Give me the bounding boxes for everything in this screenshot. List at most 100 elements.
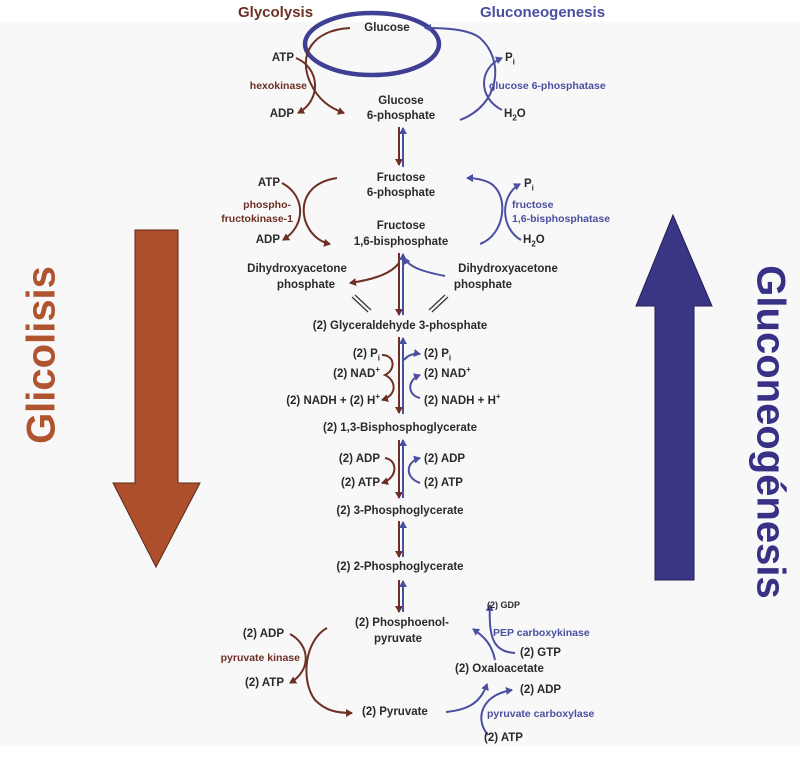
pfk-cofactor-arrow bbox=[281, 182, 302, 241]
gapdh-gluconeogenesis-pi-arrow bbox=[403, 349, 421, 361]
g6pase-label: glucose 6-phosphatase bbox=[489, 80, 606, 92]
pfk-main-arrow bbox=[302, 177, 338, 247]
pc-atp-label: (2) ATP bbox=[484, 732, 523, 744]
hexokinase-atp-label: ATP bbox=[271, 52, 294, 64]
nad-text: (2) NAD bbox=[424, 368, 467, 380]
hexokinase-label: hexokinase bbox=[249, 80, 307, 92]
gluconeogenesis-side-label: Gluconeogénesis bbox=[748, 265, 793, 599]
glycolysis-big-arrow bbox=[112, 229, 201, 569]
gluconeogenesis-big-arrow bbox=[635, 213, 713, 581]
f16bp-label-line2: 1,6-bisphosphate bbox=[353, 236, 449, 248]
pyruvate-carboxylase-main-arrow bbox=[445, 683, 489, 713]
f6p-label-line2: 6-phosphate bbox=[366, 187, 436, 199]
h2o-subscript: 2 bbox=[512, 113, 517, 123]
pgk-gluconeogenesis-cofactor-arrow bbox=[407, 455, 421, 484]
fbpase-pi-label: Pi bbox=[524, 178, 534, 193]
pk-adp-label: (2) ADP bbox=[242, 628, 284, 640]
dhap-glycolysis-arrow bbox=[349, 262, 400, 287]
nad-superscript: + bbox=[375, 365, 380, 375]
pg3-label: (2) 3-Phosphoglycerate bbox=[336, 505, 464, 517]
fbpase-h2o-label: H2O bbox=[523, 234, 545, 249]
hexokinase-adp-label: ADP bbox=[269, 108, 294, 120]
glicolisis-side-label: Glicolisis bbox=[19, 266, 64, 444]
fbpase-cofactor-arrow bbox=[504, 183, 522, 241]
pepck-gtp-label: (2) GTP bbox=[520, 647, 561, 659]
nadh-superscript: + bbox=[375, 392, 380, 402]
oxaloacetate-label: (2) Oxaloacetate bbox=[455, 663, 544, 675]
g6pase-h2o-label: H2O bbox=[504, 108, 526, 123]
bpg13-label: (2) 1,3-Bisphosphoglycerate bbox=[322, 422, 478, 434]
gapdh-left-nadh-label: (2) NADH + (2) H+ bbox=[286, 392, 380, 408]
pgk-left-adp-label: (2) ADP bbox=[338, 453, 380, 465]
glycolysis-title: Glycolysis bbox=[238, 4, 314, 21]
gapdh-left-nad-label: (2) NAD+ bbox=[333, 365, 380, 381]
glucose-label: Glucose bbox=[364, 22, 410, 34]
f16bp-label-line1: Fructose bbox=[376, 220, 426, 232]
gapdh-right-pi-label: (2) Pi bbox=[424, 348, 452, 363]
pfk-label-line1: phospho- bbox=[243, 199, 291, 211]
dhap-right-label-line1: Dihydroxyacetone bbox=[458, 263, 558, 275]
gapdh-right-nad-label: (2) NAD+ bbox=[424, 365, 471, 381]
fbpase-main-arrow bbox=[466, 174, 504, 245]
pi-subscript: i bbox=[448, 353, 452, 363]
nad-superscript: + bbox=[466, 365, 471, 375]
fbpase-label-line2: 1,6-bisphosphatase bbox=[512, 213, 611, 225]
hexokinase-main-arrow bbox=[304, 27, 351, 115]
pfk-label-line2: fructokinase-1 bbox=[221, 213, 293, 225]
nad-text: (2) NAD bbox=[333, 368, 376, 380]
glucose-highlight-ellipse bbox=[302, 10, 442, 78]
nadh-superscript: + bbox=[495, 392, 501, 402]
pi-subscript: i bbox=[512, 57, 515, 67]
pep-label-line2: pyruvate bbox=[374, 633, 422, 645]
fbpase-label-line1: fructose bbox=[512, 199, 554, 211]
pyruvate-kinase-cofactor-arrow bbox=[289, 633, 307, 684]
o-text: O bbox=[516, 108, 526, 120]
h2o-subscript: 2 bbox=[531, 239, 536, 249]
pgk-right-atp-label: (2) ATP bbox=[424, 477, 463, 489]
pfk-adp-label: ADP bbox=[255, 234, 280, 246]
triose-isomerase-lines bbox=[351, 294, 449, 313]
pi-subscript: i bbox=[531, 183, 534, 193]
h-text: H bbox=[523, 234, 532, 246]
gluconeogenesis-title: Gluconeogenesis bbox=[480, 4, 606, 21]
pyruvate-label: (2) Pyruvate bbox=[362, 706, 428, 718]
pk-atp-label: (2) ATP bbox=[245, 677, 284, 689]
central-arrows bbox=[395, 127, 407, 613]
o-text: O bbox=[535, 234, 545, 246]
pgk-right-adp-label: (2) ADP bbox=[424, 453, 466, 465]
pi-text: (2) P bbox=[424, 348, 449, 360]
pepck-gdp-label: (2) GDP bbox=[487, 600, 521, 610]
pepck-main-arrow bbox=[472, 628, 496, 661]
h-text: H bbox=[504, 108, 513, 120]
g6pase-cofactor-arrow bbox=[483, 56, 503, 111]
pi-text: (2) P bbox=[352, 348, 378, 360]
pfk-atp-label: ATP bbox=[257, 177, 280, 189]
pi-subscript: i bbox=[377, 353, 380, 363]
pi-text: P bbox=[505, 52, 513, 64]
pyruvate-kinase-label: pyruvate kinase bbox=[220, 652, 300, 664]
dhap-left-label-line1: Dihydroxyacetone bbox=[247, 263, 347, 275]
dhap-right-label-line2: phosphate bbox=[453, 279, 513, 291]
pg2-label: (2) 2-Phosphoglycerate bbox=[336, 561, 464, 573]
pgk-glycolysis-cofactor-arrow bbox=[381, 457, 396, 486]
pepck-label: PEP carboxykinase bbox=[493, 627, 590, 639]
nadh-text: (2) NADH + H bbox=[424, 395, 496, 407]
g6pase-pi-label: Pi bbox=[505, 52, 515, 67]
hexokinase-cofactor-arrow bbox=[295, 57, 316, 114]
g3p-label: (2) Glyceraldehyde 3-phosphate bbox=[312, 320, 488, 332]
pyruvate-carboxylase-label: pyruvate carboxylase bbox=[487, 708, 595, 720]
pyruvate-kinase-main-arrow bbox=[305, 627, 353, 717]
f6p-label-line1: Fructose bbox=[376, 172, 426, 184]
gapdh-glycolysis-cofactor-arrow bbox=[381, 354, 395, 403]
gapdh-right-nadh-label: (2) NADH + H+ bbox=[424, 392, 501, 408]
gapdh-left-pi-label: (2) Pi bbox=[352, 348, 380, 363]
pi-text: P bbox=[524, 178, 532, 190]
dhap-gluconeogenesis-arrow bbox=[403, 257, 446, 277]
gapdh-gluconeogenesis-nad-arrow bbox=[409, 373, 421, 399]
pep-label-line1: (2) Phosphoenol- bbox=[355, 617, 449, 629]
pgk-left-atp-label: (2) ATP bbox=[341, 477, 380, 489]
dhap-left-label-line2: phosphate bbox=[276, 279, 336, 291]
pepck-cofactor-arrow bbox=[485, 604, 516, 654]
pyruvate-carboxylase-cofactor-arrow bbox=[480, 686, 513, 736]
